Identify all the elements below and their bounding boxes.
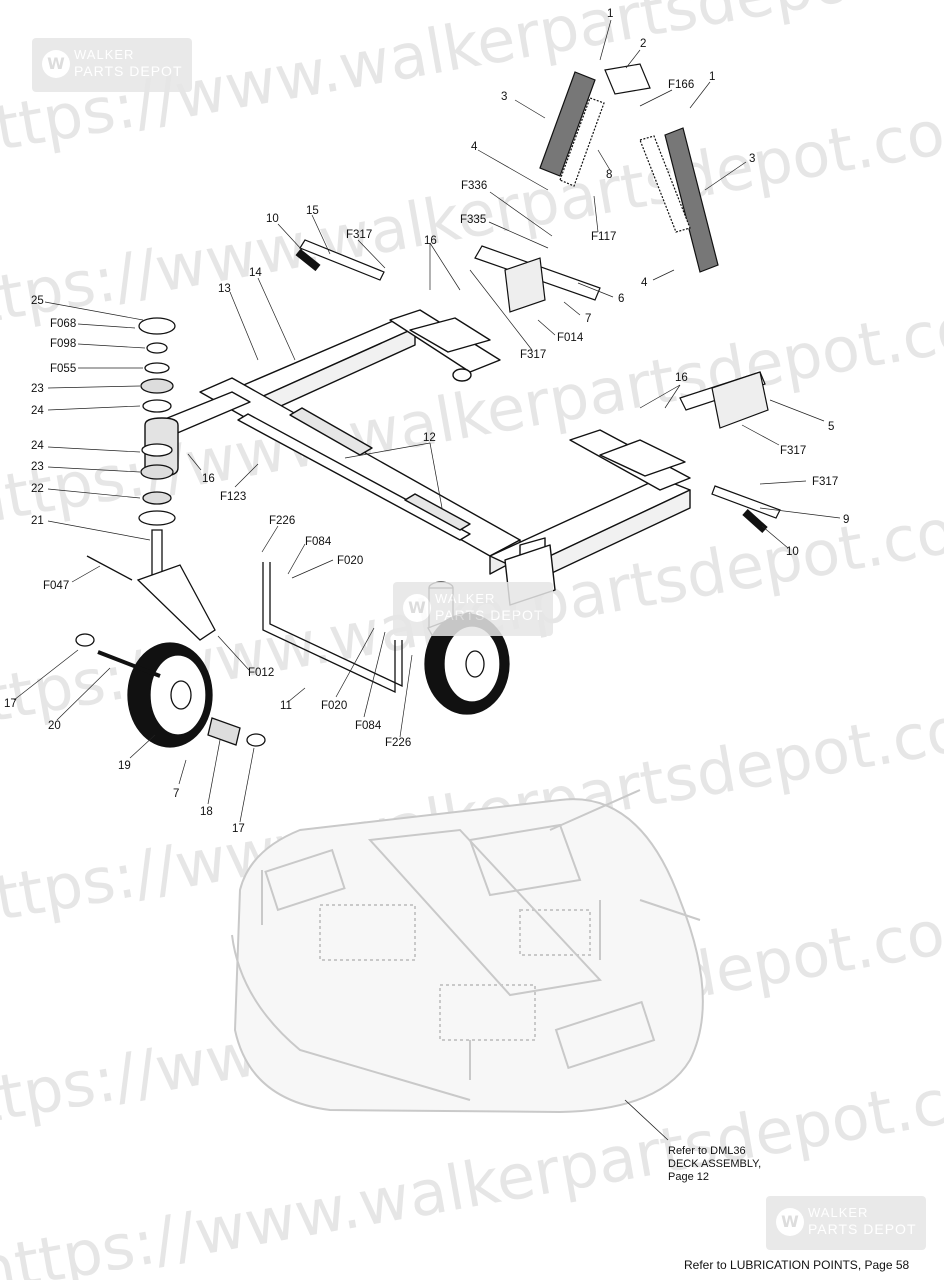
walker-w-icon: W — [42, 50, 70, 78]
frame-weldment — [144, 309, 691, 606]
callout: F335 — [460, 214, 486, 226]
deck-assembly-reference: Refer to DML36 DECK ASSEMBLY, Page 12 — [668, 1145, 761, 1184]
walker-w-icon: W — [776, 1208, 804, 1236]
logo-line2: PARTS DEPOT — [435, 607, 544, 623]
callout: F055 — [50, 363, 76, 375]
logo-line2: PARTS DEPOT — [74, 63, 183, 79]
logo-line2: PARTS DEPOT — [808, 1221, 917, 1237]
callout: F012 — [248, 667, 274, 679]
callout: F020 — [337, 555, 363, 567]
callout: 11 — [280, 700, 292, 712]
callout: F117 — [591, 231, 616, 243]
callout: F084 — [355, 720, 382, 732]
callout: F317 — [520, 349, 546, 361]
callout: 6 — [618, 293, 624, 305]
callout: 16 — [202, 473, 215, 485]
walker-w-icon: W — [403, 594, 431, 622]
callout: F336 — [461, 180, 487, 192]
callout: 16 — [424, 235, 437, 247]
callout: 24 — [31, 405, 44, 417]
u-bar — [262, 562, 403, 694]
callout: 25 — [31, 295, 44, 307]
callout: F123 — [220, 491, 246, 503]
callout: 1 — [607, 8, 613, 20]
callout: F068 — [50, 318, 76, 330]
callout: 4 — [641, 277, 648, 289]
callout: 14 — [249, 267, 262, 279]
callout: 19 — [118, 760, 131, 772]
callout: F166 — [668, 79, 694, 91]
callout: F047 — [43, 580, 69, 592]
deck-assembly-ghost — [231, 789, 704, 1114]
callout: 3 — [501, 91, 507, 103]
callout: 8 — [606, 169, 612, 181]
logo-line1: WALKER — [74, 47, 135, 62]
callout-text: 1 2 F166 1 3 3 8 4 F336 F117 F335 4 10 1… — [4, 8, 849, 835]
watermark-text: https://www.walkerpartsdepot.com — [0, 280, 944, 540]
callout: 12 — [423, 432, 436, 444]
callout: 10 — [786, 546, 799, 558]
callout: 10 — [266, 213, 279, 225]
callout: F226 — [269, 515, 295, 527]
callout: 7 — [173, 788, 179, 800]
callout: 24 — [31, 440, 44, 452]
callout: 17 — [4, 698, 17, 710]
logo-line1: WALKER — [808, 1205, 869, 1220]
callout: 1 — [709, 71, 715, 83]
callout: 7 — [585, 313, 591, 325]
callout: F084 — [305, 536, 332, 548]
logo-line1: WALKER — [435, 591, 496, 606]
callout: 5 — [828, 421, 834, 433]
callout: 18 — [200, 806, 213, 818]
callout: 23 — [31, 383, 44, 395]
lubrication-reference: Refer to LUBRICATION POINTS, Page 58 — [684, 1258, 910, 1272]
callout-labels — [13, 19, 841, 823]
callout: F226 — [385, 737, 411, 749]
callout: 17 — [232, 823, 245, 835]
callout: 15 — [306, 205, 319, 217]
callout: 9 — [843, 514, 849, 526]
callout: F317 — [780, 445, 806, 457]
note-line: DECK ASSEMBLY, — [668, 1158, 762, 1170]
callout: 16 — [675, 372, 688, 384]
callout: 2 — [640, 38, 646, 50]
callout: F317 — [346, 229, 372, 241]
callout: 21 — [31, 515, 44, 527]
callout: 22 — [31, 483, 44, 495]
watermark-logo: W WALKER PARTS DEPOT — [32, 38, 192, 92]
callout: F098 — [50, 338, 76, 350]
callout: 13 — [218, 283, 231, 295]
callout: 20 — [48, 720, 61, 732]
watermark-logo: W WALKER PARTS DEPOT — [766, 1196, 926, 1250]
lift-springs — [295, 63, 781, 533]
callout: 4 — [471, 141, 478, 153]
note-line: Refer to DML36 — [668, 1145, 746, 1157]
callout: F014 — [557, 332, 584, 344]
caster-left — [75, 317, 266, 748]
watermark-logo: W WALKER PARTS DEPOT — [393, 582, 553, 636]
callout: 23 — [31, 461, 44, 473]
callout: F020 — [321, 700, 347, 712]
callout: 3 — [749, 153, 755, 165]
deck-leader-line — [624, 1099, 669, 1141]
note-line: Page 12 — [668, 1171, 709, 1183]
callout: F317 — [812, 476, 838, 488]
